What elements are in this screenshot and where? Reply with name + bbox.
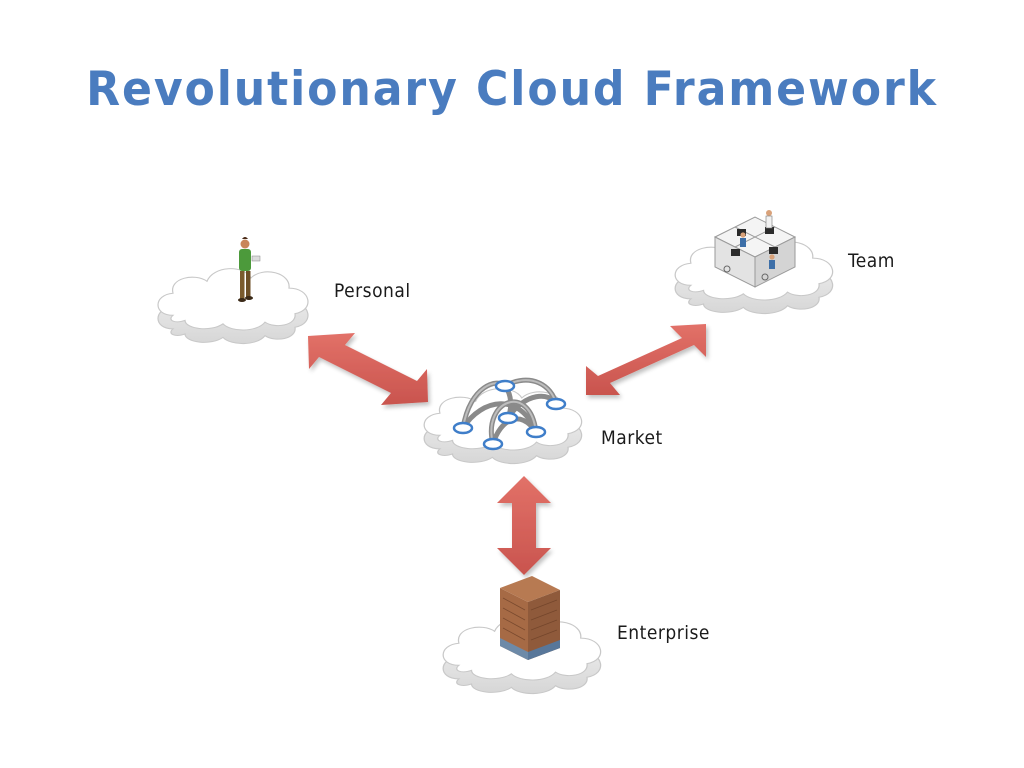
label-enterprise: Enterprise	[617, 622, 710, 644]
arrow-personal-market	[308, 333, 428, 405]
person-icon	[238, 237, 261, 302]
network-hub-icon	[452, 377, 567, 451]
label-personal: Personal	[334, 280, 411, 302]
office-cubicles-icon	[713, 210, 797, 288]
arrow-enterprise-market	[497, 476, 551, 575]
building-icon	[500, 576, 560, 660]
slide-title: Revolutionary Cloud Framework	[86, 62, 938, 117]
cloud-personal	[157, 268, 309, 345]
arrow-team-market	[586, 324, 706, 395]
label-market: Market	[601, 427, 663, 449]
label-team: Team	[848, 250, 895, 272]
